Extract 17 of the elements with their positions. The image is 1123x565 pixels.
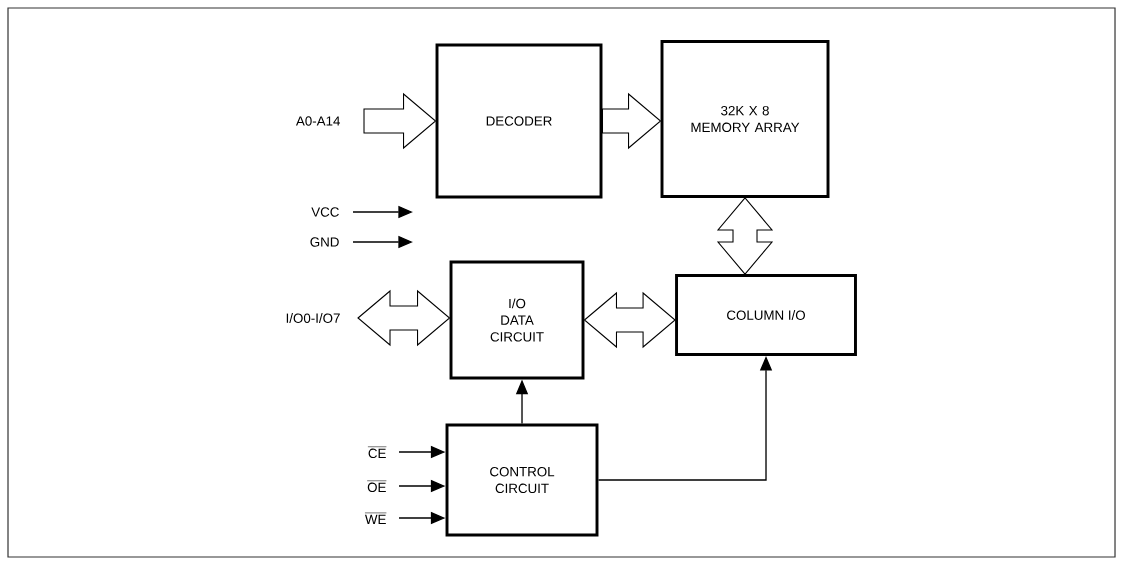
signal-label: GND: [310, 237, 339, 247]
signal-label: $\overline{\mathrm{OE}}$: [367, 480, 387, 493]
bus-arrow: [363, 92, 437, 150]
bus-arrow: [716, 197, 774, 275]
block-box: CONTROL CIRCUIT: [445, 423, 599, 537]
bus-arrow: [601, 92, 662, 150]
signal-label: A0-A14: [295, 116, 340, 126]
signal-label: $\overline{\mathrm{CE}}$: [367, 446, 387, 459]
block-box: COLUMN I/O: [675, 274, 857, 356]
bus-arrow: [357, 289, 451, 347]
block-box: DECODER: [435, 43, 603, 199]
block-box: 32K X 8 MEMORY ARRAY: [660, 40, 830, 198]
block-box: I/O DATA CIRCUIT: [449, 260, 585, 380]
signal-label: VCC: [311, 207, 339, 217]
signal-label: I/O0-I/O7: [286, 313, 340, 323]
bus-arrow: [583, 291, 676, 349]
signal-label: $\overline{\mathrm{WE}}$: [364, 512, 387, 524]
